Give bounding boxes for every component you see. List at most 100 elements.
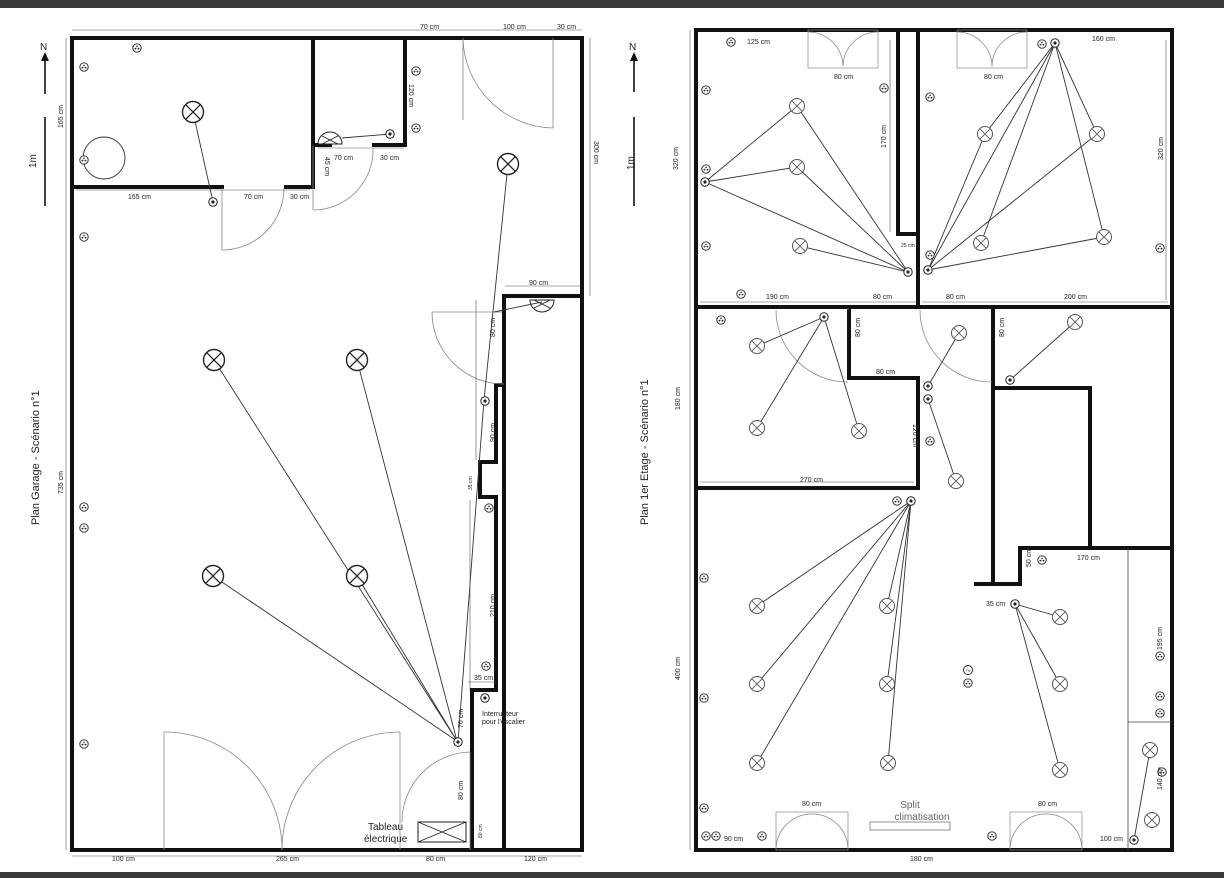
- bottom-frame-bar: [0, 872, 1224, 878]
- wall-switch-icon: [1050, 38, 1060, 48]
- door-swing-icon: [807, 29, 879, 69]
- power-outlet-icon: [726, 37, 736, 47]
- small-ceiling-light-icon: [880, 755, 896, 771]
- garage-plan: N 1m Plan Garage - Scénario n°1: [28, 24, 599, 863]
- dim-label: 120 cm: [407, 84, 414, 107]
- power-outlet-icon: [701, 241, 711, 251]
- tv-outlet-icon: [963, 665, 973, 675]
- power-outlet-icon: [701, 164, 711, 174]
- dim-label: 100 cm: [503, 24, 526, 31]
- dim-label: 90 cm: [529, 280, 548, 287]
- power-outlet-icon: [1037, 555, 1047, 565]
- north-label: N: [40, 42, 47, 53]
- power-outlet-icon: [963, 678, 973, 688]
- dim-label: 70 cm: [420, 24, 439, 31]
- garage-dimension-lines: [65, 29, 591, 857]
- power-outlet-icon: [484, 503, 494, 513]
- dim-label: 80 cm: [984, 74, 1003, 81]
- power-outlet-icon: [79, 232, 89, 242]
- dim-label: 80 cm: [946, 294, 965, 301]
- wall-switch-icon: [208, 197, 218, 207]
- wall-switch-icon: [906, 496, 916, 506]
- wall-switch-icon: [385, 129, 395, 139]
- wall-switch-icon: [1129, 835, 1139, 845]
- water-heater-symbol: [82, 136, 126, 180]
- dim-label: 25 cm: [901, 243, 915, 249]
- power-outlet-icon: [79, 62, 89, 72]
- ceiling-light-icon: [202, 348, 226, 372]
- power-outlet-icon: [701, 85, 711, 95]
- dim-label: 70 cm: [458, 709, 465, 728]
- dim-label: 165 cm: [58, 105, 65, 128]
- small-ceiling-light-icon: [1052, 676, 1068, 692]
- dim-label: 80 cm: [999, 318, 1006, 337]
- garage-wiring: [192, 111, 543, 743]
- small-ceiling-light-icon: [1144, 812, 1160, 828]
- scale-label: 1m: [626, 156, 637, 170]
- dim-label: 265 cm: [276, 856, 299, 863]
- wall-switch-icon: [819, 312, 829, 322]
- small-ceiling-light-icon: [1096, 229, 1112, 245]
- power-outlet-icon: [79, 523, 89, 533]
- dim-label: 35 cm: [474, 675, 493, 682]
- wall-switch-icon: [480, 396, 490, 406]
- power-outlet-icon: [79, 502, 89, 512]
- dim-label: 80 cm: [426, 856, 445, 863]
- power-outlet-icon: [701, 831, 711, 841]
- door-swing-icon: [221, 187, 285, 251]
- dim-label: 80 cm: [490, 318, 497, 337]
- split-label-line1: Split: [900, 800, 920, 811]
- dim-label: 35 cm: [468, 476, 474, 490]
- dim-label: 80 cm: [834, 74, 853, 81]
- dim-label: 270 cm: [800, 477, 823, 484]
- north-label: N: [629, 42, 636, 53]
- split-ac-unit: [869, 821, 951, 831]
- power-outlet-icon: [879, 83, 889, 93]
- dim-label: 70 cm: [334, 155, 353, 162]
- door-swing-icon: [956, 29, 1028, 69]
- power-outlet-icon: [736, 289, 746, 299]
- door-swing-icon: [462, 38, 554, 129]
- small-ceiling-light-icon: [879, 598, 895, 614]
- top-frame-bar: [0, 0, 1224, 8]
- power-outlet-icon: [757, 831, 767, 841]
- small-ceiling-light-icon: [973, 235, 989, 251]
- split-label-line2: climatisation: [894, 812, 949, 823]
- dim-label: 80 cm: [458, 781, 465, 800]
- power-outlet-icon: [1155, 691, 1165, 701]
- switch-label-line1: Interrupteur: [482, 711, 519, 718]
- wall-switch-icon: [1010, 599, 1020, 609]
- power-outlet-icon: [1037, 39, 1047, 49]
- power-outlet-icon: [716, 315, 726, 325]
- small-ceiling-light-icon: [792, 238, 808, 254]
- dim-label: 50 cm: [1026, 548, 1033, 567]
- dim-label: 170 cm: [881, 125, 888, 148]
- dim-label: 125 cm: [747, 39, 770, 46]
- wall-switch-icon: [923, 394, 933, 404]
- small-ceiling-light-icon: [977, 126, 993, 142]
- wall-switch-icon: [453, 737, 463, 747]
- small-ceiling-light-icon: [851, 423, 867, 439]
- wall-switch-icon: [1005, 375, 1015, 385]
- floor-dimension-lines: [689, 30, 1168, 850]
- ceiling-light-icon: [345, 348, 369, 372]
- garage-plan-title: Plan Garage - Scénario n°1: [30, 390, 42, 525]
- wall-light-icon: [317, 131, 343, 145]
- switch-label-line2: pour l'escalier: [482, 719, 526, 726]
- dim-label: 195 cm: [1157, 627, 1164, 650]
- dim-label: 735 cm: [58, 471, 65, 494]
- dim-label: 140 cm: [1157, 767, 1164, 790]
- north-arrow-icon: [41, 52, 49, 94]
- door-swing-icon: [1009, 811, 1083, 851]
- power-outlet-icon: [1155, 243, 1165, 253]
- floor-wiring: [704, 42, 1151, 841]
- power-outlet-icon: [79, 155, 89, 165]
- ceiling-light-icon: [496, 152, 520, 176]
- small-ceiling-light-icon: [1067, 314, 1083, 330]
- small-ceiling-light-icon: [749, 338, 765, 354]
- door-swing-icon: [919, 309, 993, 383]
- small-ceiling-light-icon: [1142, 742, 1158, 758]
- wall-light-icon: [529, 299, 555, 313]
- dim-label: 30 cm: [380, 155, 399, 162]
